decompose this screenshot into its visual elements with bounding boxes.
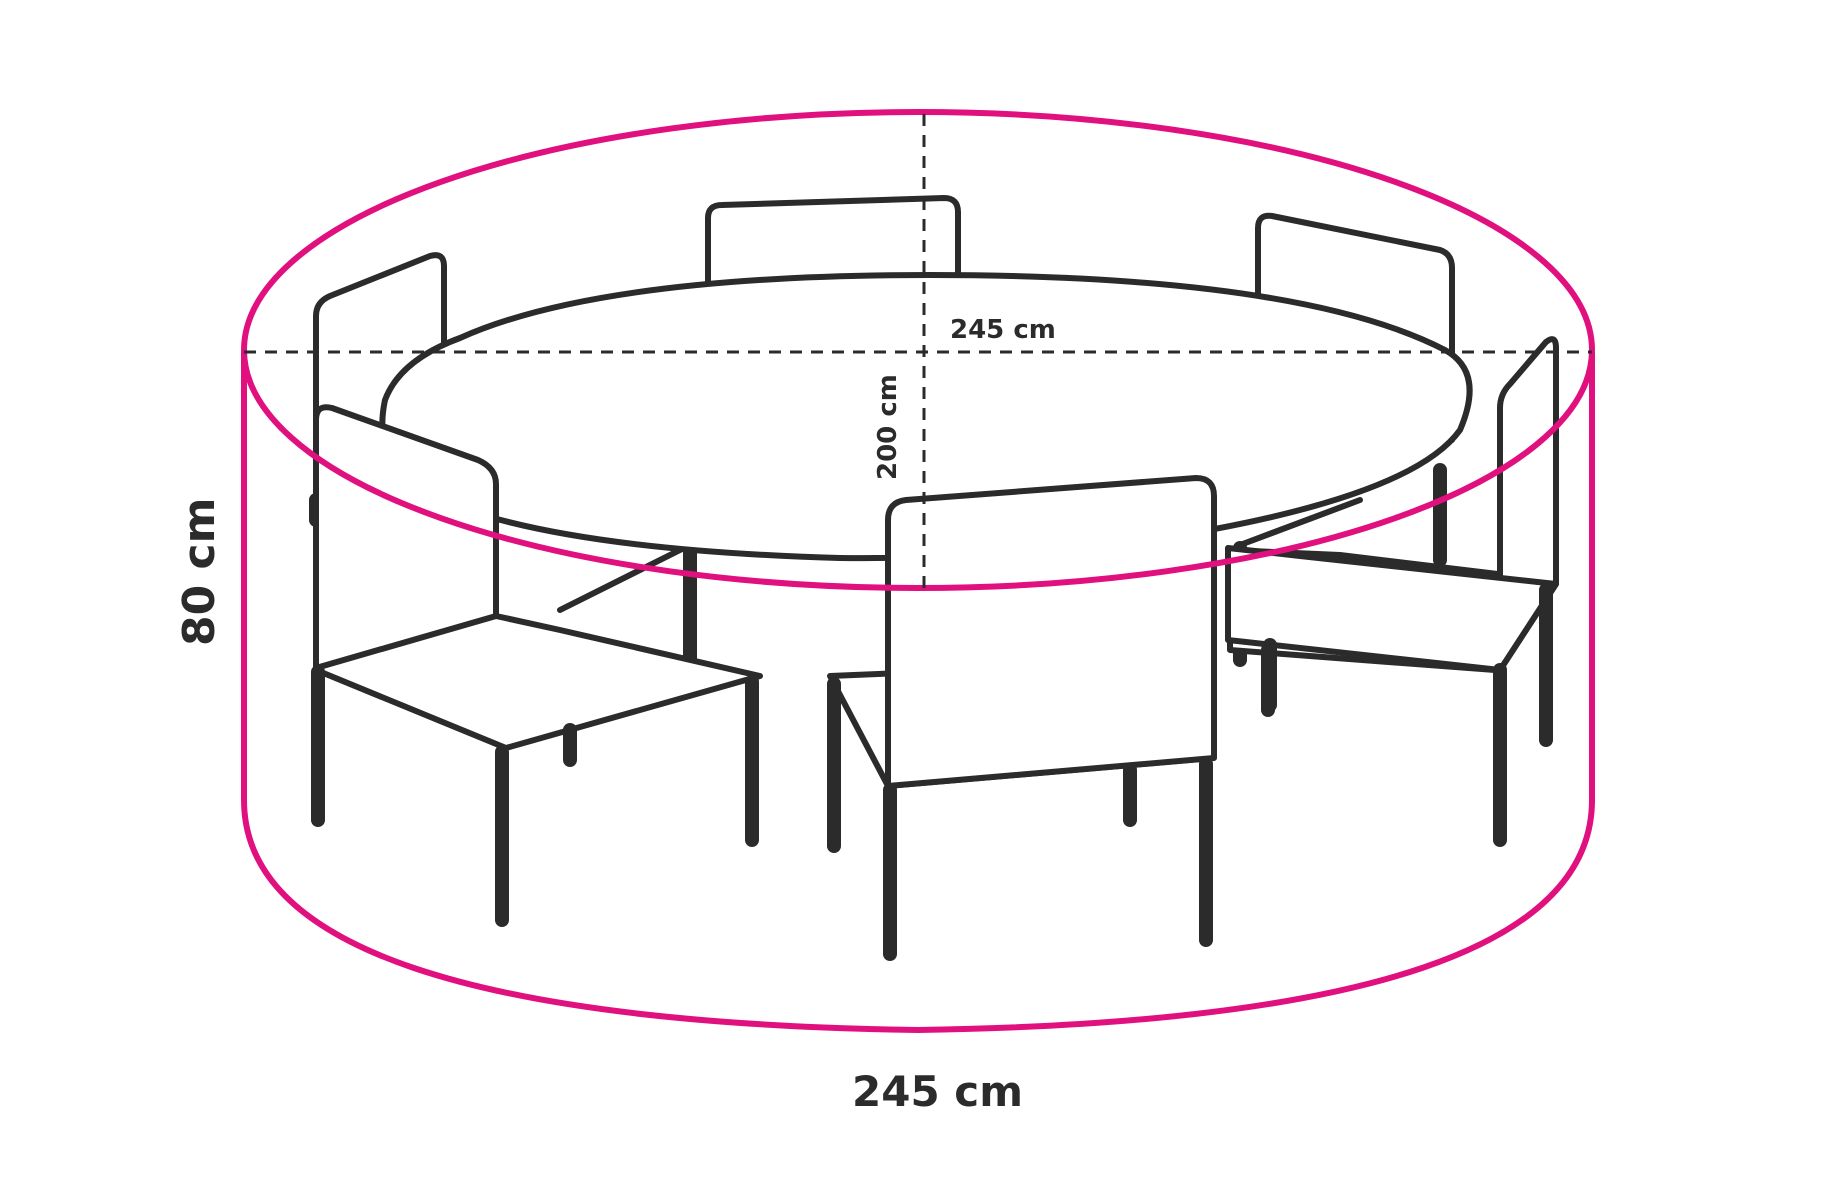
table-brace-right xyxy=(1237,497,1363,548)
width-top-label: 245 cm xyxy=(950,315,1056,345)
width-bottom-label: 245 cm xyxy=(852,1067,1023,1116)
cover-top-ellipse xyxy=(241,109,1595,591)
cover-body xyxy=(241,352,1595,1034)
front-center-chair xyxy=(827,475,1217,961)
front-left-chair xyxy=(311,404,763,927)
depth-label: 200 cm xyxy=(873,374,903,480)
cover-outline xyxy=(241,109,1595,1034)
height-label: 80 cm xyxy=(174,498,225,646)
right-chair xyxy=(1225,336,1559,847)
table-brace-left xyxy=(557,542,693,613)
